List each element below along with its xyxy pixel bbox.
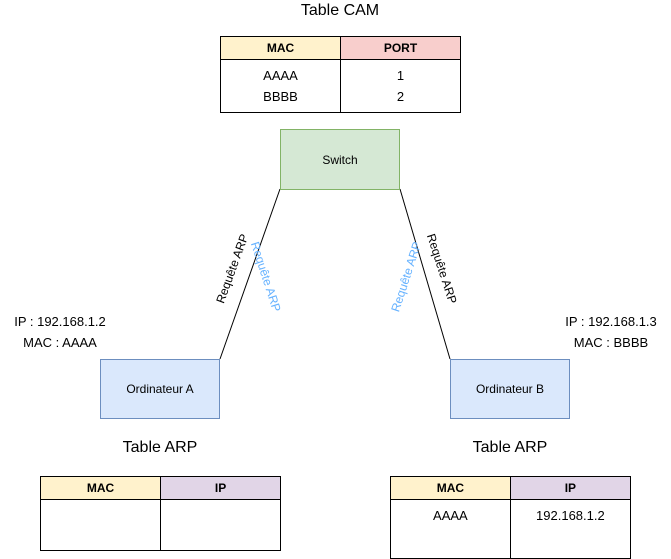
computer-b-info: IP : 192.168.1.3 MAC : BBBB (551, 311, 671, 353)
cam-header-port: PORT (340, 36, 461, 60)
arp-table-b: MAC IP AAAA 192.168.1.2 (390, 476, 632, 559)
computer-a-mac: MAC : AAAA (23, 335, 97, 350)
left-arp-request-label: Requête ARP (213, 232, 251, 305)
computer-b-ip: IP : 192.168.1.3 (565, 314, 657, 329)
right-arp-request-label: Requête ARP (424, 232, 460, 305)
computer-b-node: Ordinateur B (450, 359, 570, 419)
arp-a-ip-cell (160, 499, 281, 551)
cam-mac-value: BBBB (263, 89, 298, 104)
arp-table-a-title: Table ARP (122, 439, 198, 456)
cam-table: MAC PORT AAAA BBBB 1 2 (220, 36, 461, 113)
cam-mac-value: AAAA (263, 68, 298, 83)
arp-b-header-mac: MAC (390, 476, 511, 500)
right-arp-request-blue-label: Requête ARP (388, 240, 424, 313)
computer-b-mac: MAC : BBBB (573, 335, 649, 350)
cam-header-mac: MAC (220, 36, 341, 60)
cam-port-cell: 1 2 (340, 59, 461, 113)
left-arp-request-blue-label: Requête ARP (248, 240, 284, 313)
link-switch-computer-b (399, 188, 451, 360)
arp-a-header-mac: MAC (39, 476, 162, 500)
computer-a-ip: IP : 192.168.1.2 (14, 314, 106, 329)
cam-port-value: 1 (396, 68, 405, 83)
computer-a-info: IP : 192.168.1.2 MAC : AAAA (0, 311, 120, 353)
cam-table-title: Table CAM (300, 2, 380, 19)
arp-a-header-ip: IP (160, 476, 281, 500)
arp-a-mac-cell (39, 499, 162, 551)
link-switch-computer-a (219, 188, 281, 360)
arp-b-ip-cell: 192.168.1.2 (509, 499, 632, 559)
cam-port-value: 2 (396, 89, 405, 104)
arp-b-mac-cell: AAAA (390, 499, 511, 559)
switch-node: Switch (280, 129, 400, 190)
arp-table-a: MAC IP (39, 476, 281, 551)
arp-b-header-ip: IP (509, 476, 632, 500)
arp-table-b-title: Table ARP (472, 439, 548, 456)
computer-a-node: Ordinateur A (100, 359, 220, 419)
